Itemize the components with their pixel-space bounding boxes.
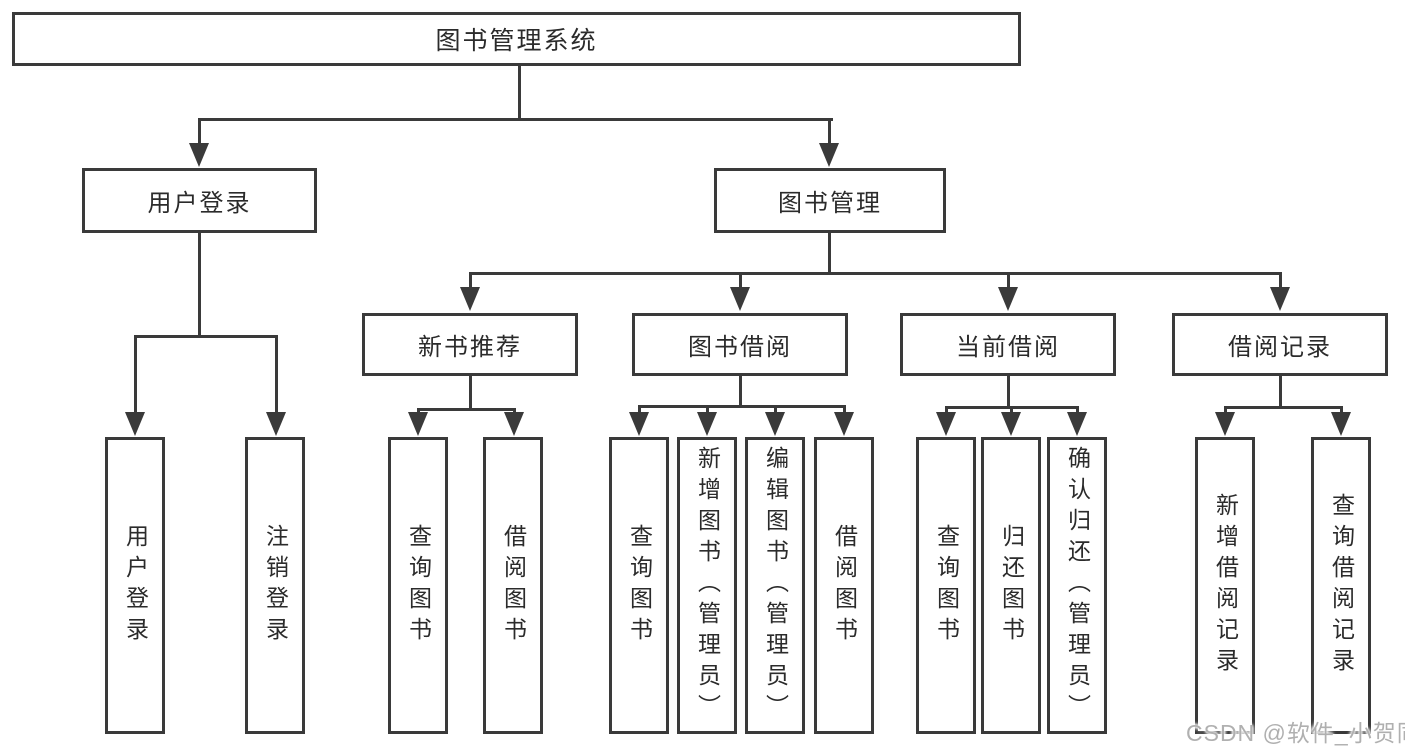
node-root: 图书管理系统 bbox=[12, 12, 1021, 66]
leaf-edit-book-admin: 编辑图书（管理员） bbox=[745, 437, 805, 734]
connector-line bbox=[198, 118, 833, 121]
arrow-shaft bbox=[739, 273, 742, 291]
arrow-head-icon bbox=[765, 412, 785, 436]
connector-line bbox=[638, 405, 846, 408]
arrow-head-icon bbox=[998, 287, 1018, 311]
leaf-borrow-books: 借阅图书 bbox=[814, 437, 874, 734]
arrow-shaft bbox=[638, 406, 641, 416]
connector-line bbox=[417, 408, 516, 411]
connector-line bbox=[469, 376, 472, 411]
connector-line bbox=[739, 376, 742, 407]
connector-line bbox=[1279, 376, 1282, 408]
node-new-book-recommend: 新书推荐 bbox=[362, 313, 578, 376]
arrow-shaft bbox=[1076, 407, 1079, 416]
arrow-head-icon bbox=[697, 412, 717, 436]
connector-line bbox=[1007, 376, 1010, 408]
arrow-shaft bbox=[469, 273, 472, 291]
connector-line bbox=[134, 335, 278, 338]
connector-line bbox=[1224, 406, 1343, 409]
arrow-shaft bbox=[1224, 407, 1227, 416]
leaf-logout: 注销登录 bbox=[245, 437, 305, 734]
arrow-shaft bbox=[1010, 407, 1013, 416]
arrow-shaft bbox=[774, 406, 777, 416]
leaf-query-books-current: 查询图书 bbox=[916, 437, 976, 734]
leaf-query-books-recommend: 查询图书 bbox=[388, 437, 448, 734]
leaf-borrow-books-recommend: 借阅图书 bbox=[483, 437, 543, 734]
arrow-head-icon bbox=[504, 412, 524, 436]
leaf-query-books-borrow: 查询图书 bbox=[609, 437, 669, 734]
arrow-head-icon bbox=[189, 143, 209, 167]
arrow-head-icon bbox=[460, 287, 480, 311]
arrow-shaft bbox=[1340, 407, 1343, 416]
arrow-head-icon bbox=[1067, 412, 1087, 436]
leaf-add-book-admin: 新增图书（管理员） bbox=[677, 437, 737, 734]
arrow-head-icon bbox=[1331, 412, 1351, 436]
watermark: CSDN @软件_小贺同学 bbox=[1186, 720, 1405, 746]
arrow-shaft bbox=[945, 407, 948, 416]
arrow-shaft bbox=[1007, 273, 1010, 291]
node-user-login-group: 用户登录 bbox=[82, 168, 317, 233]
leaf-confirm-return-admin: 确认归还（管理员） bbox=[1047, 437, 1107, 734]
arrow-head-icon bbox=[266, 412, 286, 436]
arrow-head-icon bbox=[819, 143, 839, 167]
arrow-head-icon bbox=[629, 412, 649, 436]
connector-line bbox=[828, 233, 831, 273]
node-book-borrow: 图书借阅 bbox=[632, 313, 848, 376]
node-borrow-records: 借阅记录 bbox=[1172, 313, 1388, 376]
leaf-query-borrow-record: 查询借阅记录 bbox=[1311, 437, 1371, 734]
arrow-head-icon bbox=[834, 412, 854, 436]
arrow-shaft bbox=[828, 119, 831, 147]
arrow-shaft bbox=[1279, 273, 1282, 291]
leaf-user-login: 用户登录 bbox=[105, 437, 165, 734]
arrow-head-icon bbox=[1001, 412, 1021, 436]
arrow-shaft bbox=[275, 336, 278, 416]
leaf-return-book: 归还图书 bbox=[981, 437, 1041, 734]
arrow-head-icon bbox=[1270, 287, 1290, 311]
connector-line bbox=[518, 66, 521, 119]
connector-line bbox=[198, 233, 201, 337]
arrow-head-icon bbox=[408, 412, 428, 436]
arrow-shaft bbox=[134, 336, 137, 416]
arrow-shaft bbox=[198, 119, 201, 147]
arrow-shaft bbox=[706, 406, 709, 416]
arrow-head-icon bbox=[730, 287, 750, 311]
arrow-head-icon bbox=[1215, 412, 1235, 436]
connector-line bbox=[469, 272, 1282, 275]
arrow-head-icon bbox=[125, 412, 145, 436]
arrow-shaft bbox=[843, 406, 846, 416]
node-current-borrow: 当前借阅 bbox=[900, 313, 1116, 376]
leaf-add-borrow-record: 新增借阅记录 bbox=[1195, 437, 1255, 734]
arrow-head-icon bbox=[936, 412, 956, 436]
node-book-management: 图书管理 bbox=[714, 168, 946, 233]
